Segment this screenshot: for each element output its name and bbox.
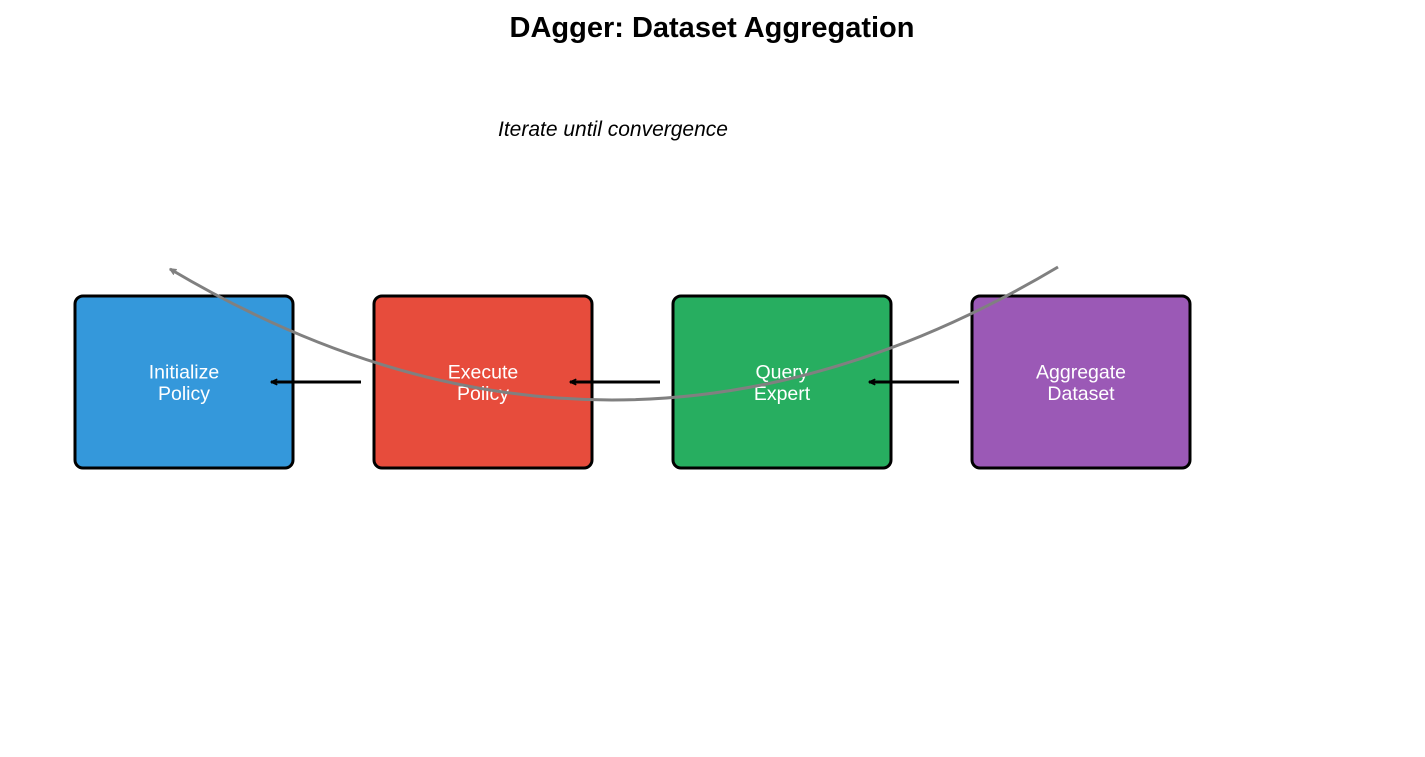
- loop-edge-aggregate-to-initialize: [170, 265, 1059, 402]
- diagram-title: DAgger: Dataset Aggregation: [510, 12, 915, 44]
- node-box-aggregate: [970, 294, 1192, 470]
- node-label-line: Policy: [158, 383, 210, 405]
- node-label-line: Policy: [457, 383, 509, 405]
- node-label-line: Execute: [448, 361, 518, 383]
- node-label-line: Dataset: [1047, 383, 1115, 405]
- node-label-line: Initialize: [149, 361, 219, 383]
- node-label-line: Aggregate: [1036, 361, 1126, 383]
- loop-label: Iterate until convergence: [498, 118, 728, 141]
- node-label-line: Expert: [754, 383, 811, 405]
- loop-layer: [170, 265, 1059, 402]
